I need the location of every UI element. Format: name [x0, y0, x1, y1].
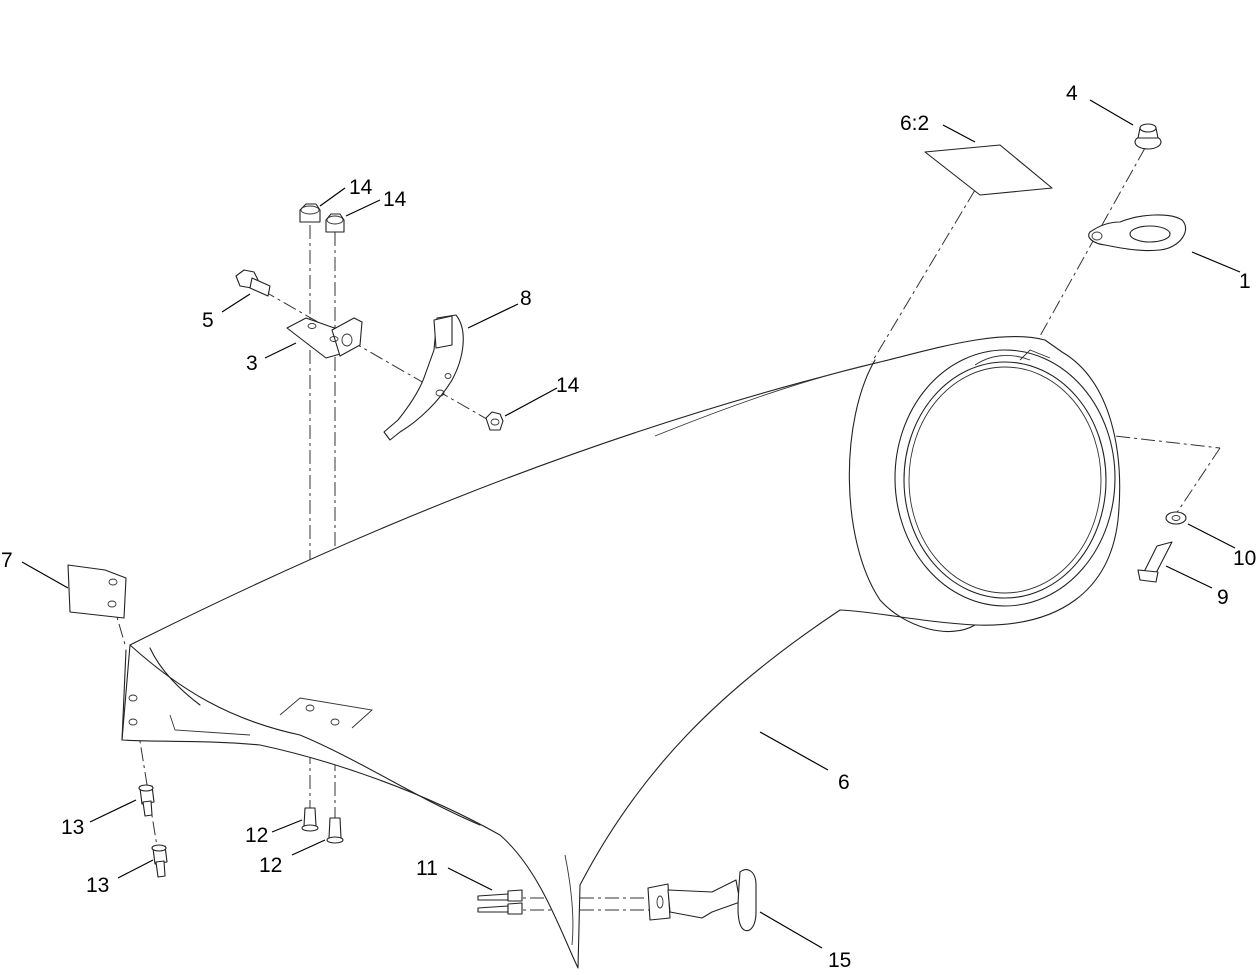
nut-part-4 [1134, 123, 1162, 150]
plate-part-7 [67, 564, 127, 619]
bolt-part-5 [235, 269, 271, 297]
rivet-part-11 [477, 889, 523, 915]
callout-labels: 4 6:2 1 14 14 5 3 8 14 7 10 9 6 13 13 12… [1, 82, 1256, 972]
nut-part-14-a [299, 203, 321, 223]
callout-7: 7 [1, 549, 13, 572]
callout-13-b: 13 [86, 874, 109, 897]
callout-1: 1 [1239, 270, 1251, 293]
callout-11: 11 [416, 857, 438, 880]
decal-6-2 [924, 144, 1053, 196]
latch-part-15 [647, 869, 757, 932]
callout-13-a: 13 [61, 816, 84, 839]
callout-15: 15 [828, 949, 851, 972]
pin-part-12-a [301, 807, 319, 832]
discharge-chute [121, 335, 1121, 969]
callout-10: 10 [1233, 547, 1256, 570]
rivet-part-13-b [151, 844, 168, 878]
chute-mount-pad [128, 694, 373, 729]
pin-part-12-b [326, 817, 344, 844]
callout-14-c: 14 [556, 374, 580, 397]
callout-14-a: 14 [349, 176, 373, 199]
callout-12-a: 12 [245, 824, 268, 847]
nut-part-14-b [325, 213, 345, 233]
bolt-part-9 [1137, 541, 1173, 583]
lever-part-8 [383, 314, 464, 441]
callout-9: 9 [1217, 586, 1229, 609]
callout-4: 4 [1066, 82, 1078, 105]
nut-part-14-c [485, 411, 504, 431]
callout-6-2: 6:2 [900, 112, 929, 135]
washer-part-10 [1165, 511, 1187, 525]
handle-part-1 [1088, 214, 1187, 252]
leader-lines [21, 99, 1241, 949]
callout-6: 6 [838, 771, 850, 794]
callout-3: 3 [246, 352, 258, 375]
callout-8: 8 [520, 287, 532, 310]
callout-14-b: 14 [383, 188, 407, 211]
bracket-part-3 [286, 317, 363, 359]
callout-5: 5 [202, 309, 214, 332]
rivet-part-13-a [138, 784, 155, 817]
callout-12-b: 12 [259, 854, 282, 877]
